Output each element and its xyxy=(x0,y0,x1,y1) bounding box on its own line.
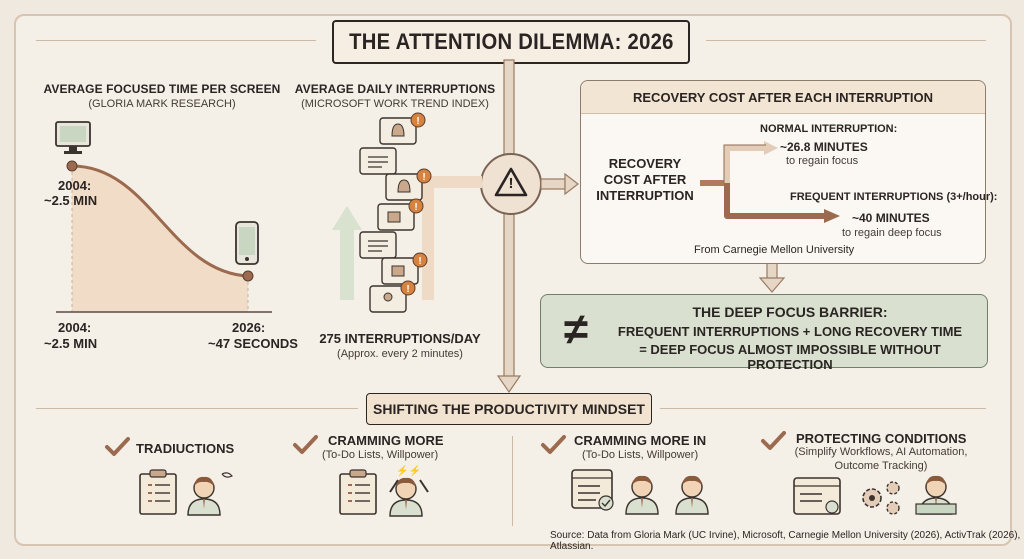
warning-icon xyxy=(494,167,528,197)
mindset-item-3-sub: (To-Do Lists, Willpower) xyxy=(582,449,699,461)
header-divider-left xyxy=(36,40,316,41)
notification-bell-icon: ! xyxy=(379,112,426,145)
point-2026 xyxy=(242,270,254,282)
alert-badge-mark: ! xyxy=(416,116,419,127)
axis-right-year: 2026: xyxy=(232,320,266,335)
clipboard-checklist-icon xyxy=(339,469,377,515)
alert-badge xyxy=(416,168,432,184)
point-start-label: 2004: xyxy=(58,178,92,193)
frequent-title: FREQUENT INTERRUPTIONS (3+/hour): xyxy=(790,191,998,203)
normal-value: ~26.8 MINUTES xyxy=(780,140,868,154)
check-icon xyxy=(761,431,786,450)
check-icon xyxy=(293,435,318,454)
notification-chat-icon xyxy=(359,147,397,175)
notification-user-icon: ! xyxy=(369,280,416,313)
alert-badge xyxy=(410,112,426,128)
frequent-note: to regain deep focus xyxy=(842,227,942,239)
recovery-source: From Carnegie Mellon University xyxy=(694,244,855,256)
point-2004 xyxy=(66,160,78,172)
warning-mark: ! xyxy=(508,175,514,192)
axis-left-year: 2004: xyxy=(58,320,92,335)
worker-icon xyxy=(625,475,659,515)
check-icon xyxy=(541,435,566,454)
not-equal-symbol: ≠ xyxy=(563,305,589,354)
clipboard-checklist-icon xyxy=(139,469,177,515)
recovery-center-label-2: COST AFTER xyxy=(603,172,687,187)
mindset-item-3-title: CRAMMING MORE IN xyxy=(574,433,707,448)
smartphone-icon xyxy=(235,221,259,265)
stress-marks: ⚡⚡ xyxy=(396,466,421,477)
notification-chat-icon xyxy=(359,231,397,259)
focused-time-subheading: (GLORIA MARK RESEARCH) xyxy=(88,98,236,110)
gears-icon xyxy=(862,481,900,515)
page-title: THE ATTENTION DILEMMA: 2026 xyxy=(332,20,690,64)
frequent-value: ~40 MINUTES xyxy=(852,211,930,225)
interruptions-heading: AVERAGE DAILY INTERRUPTIONS xyxy=(294,82,496,96)
worker-icon xyxy=(675,475,709,515)
mindset-title: SHIFTING THE PRODUCTIVITY MINDSET xyxy=(366,393,652,425)
source-note: Source: Data from Gloria Mark (UC Irvine… xyxy=(550,530,1021,552)
automation-dashboard-icon xyxy=(793,477,841,515)
mindset-item-4-sub2: Outcome Tracking) xyxy=(834,460,928,472)
focused-time-heading: AVERAGE FOCUSED TIME PER SCREEN xyxy=(43,82,281,96)
mindset-item-2-title: CRAMMING MORE xyxy=(328,433,444,448)
mindset-divider-right xyxy=(660,408,986,409)
mindset-item-4-sub1: (Simplify Workflows, AI Automation, xyxy=(794,446,968,458)
alert-badge-mark: ! xyxy=(414,202,417,213)
mindset-item-4-title: PROTECTING CONDITIONS xyxy=(796,431,967,446)
alert-badge xyxy=(408,198,424,214)
desktop-monitor-icon xyxy=(55,121,91,154)
notification-stack: !!!!! xyxy=(356,112,432,318)
notification-video-icon: ! xyxy=(377,198,424,231)
mindset-column-divider xyxy=(512,436,513,526)
recovery-center-label-1: RECOVERY xyxy=(608,156,682,171)
axis-left-value: ~2.5 MIN xyxy=(44,336,98,351)
axis-right-value: ~47 SECONDS xyxy=(208,336,298,351)
deep-focus-line1: THE DEEP FOCUS BARRIER: xyxy=(692,304,888,320)
notification-video-icon: ! xyxy=(381,252,428,285)
focus-decline-curve xyxy=(71,164,249,278)
mindset-item-1-title: TRADIUCTIONS xyxy=(136,441,235,456)
alert-badge xyxy=(412,252,428,268)
mindset-divider-left xyxy=(36,408,358,409)
recovery-center-label-3: INTERRUPTION xyxy=(596,188,694,203)
deep-focus-line2: FREQUENT INTERRUPTIONS + LONG RECOVERY T… xyxy=(617,324,963,339)
normal-note: to regain focus xyxy=(786,155,859,167)
interruptions-value: 275 INTERRUPTIONS/DAY xyxy=(319,331,481,346)
recovery-panel: RECOVERY COST AFTER EACH INTERRUPTION xyxy=(580,80,986,264)
header-divider-right xyxy=(706,40,986,41)
alert-badge-mark: ! xyxy=(406,284,409,295)
interruptions-subheading: (MICROSOFT WORK TREND INDEX) xyxy=(301,98,489,110)
focus-area-fill xyxy=(72,166,248,312)
recovery-header: RECOVERY COST AFTER EACH INTERRUPTION xyxy=(581,81,985,114)
alert-badge xyxy=(400,280,416,296)
point-start-value: ~2.5 MIN xyxy=(44,193,98,208)
interruptions-note: (Approx. every 2 minutes) xyxy=(337,348,463,360)
deep-focus-line3: = DEEP FOCUS ALMOST IMPOSSIBLE WITHOUT P… xyxy=(639,342,941,372)
deep-focus-panel xyxy=(540,294,988,368)
mindset-item-2-sub: (To-Do Lists, Willpower) xyxy=(322,449,439,461)
alert-badge-mark: ! xyxy=(418,256,421,267)
stressed-worker-icon xyxy=(187,476,221,516)
browser-checklist-icon xyxy=(571,469,614,511)
notification-bell-icon: ! xyxy=(385,168,432,201)
check-icon xyxy=(105,437,130,456)
alert-badge-mark: ! xyxy=(422,172,425,183)
normal-title: NORMAL INTERRUPTION: xyxy=(760,123,898,135)
